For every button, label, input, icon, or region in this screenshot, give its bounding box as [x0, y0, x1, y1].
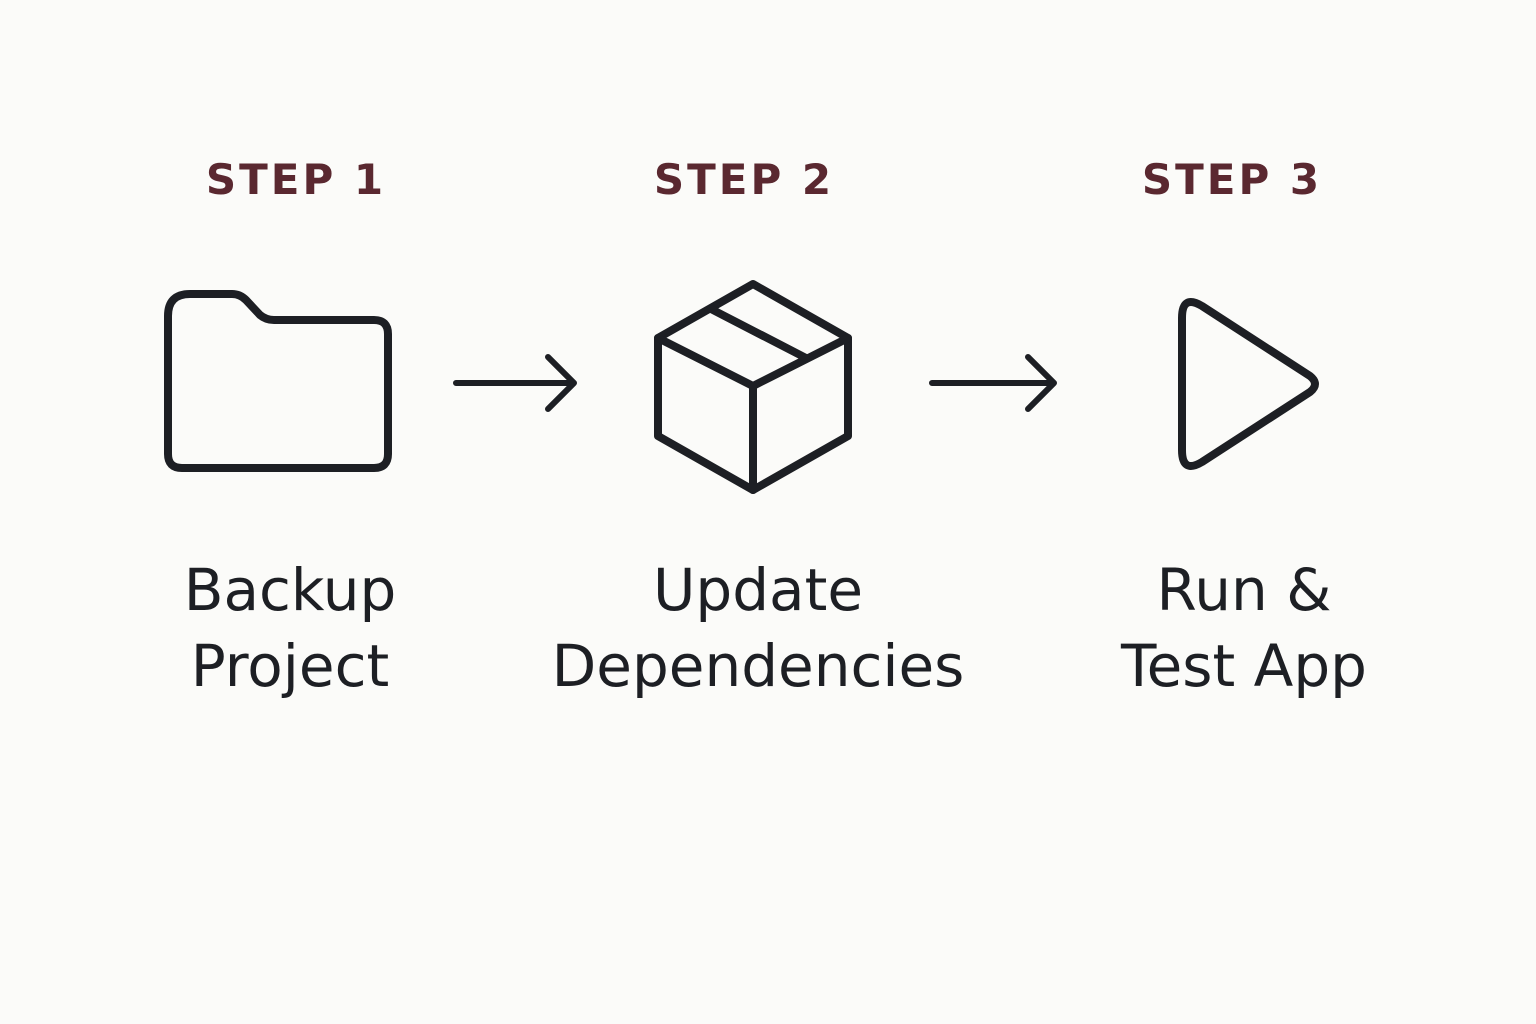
step-3-title: Run & Test App [1004, 552, 1484, 704]
step-3-title-line-1: Run & [1156, 556, 1332, 624]
step-1-title: Backup Project [50, 552, 530, 704]
step-3-label: STEP 3 [1141, 155, 1323, 204]
step-1-title-line-1: Backup [183, 556, 397, 624]
step-2-title-line-2: Dependencies [551, 632, 965, 700]
folder-icon [160, 286, 400, 480]
play-icon [1170, 286, 1330, 482]
step-3-title-line-2: Test App [1121, 632, 1367, 700]
box-icon [648, 276, 858, 500]
step-2-label: STEP 2 [653, 155, 835, 204]
step-2-title: Update Dependencies [518, 552, 998, 704]
arrow-right-icon [926, 350, 1066, 416]
step-1-title-line-2: Project [190, 632, 390, 700]
arrow-right-icon [450, 350, 584, 416]
step-2-title-line-1: Update [652, 556, 864, 624]
step-1-label: STEP 1 [205, 155, 387, 204]
